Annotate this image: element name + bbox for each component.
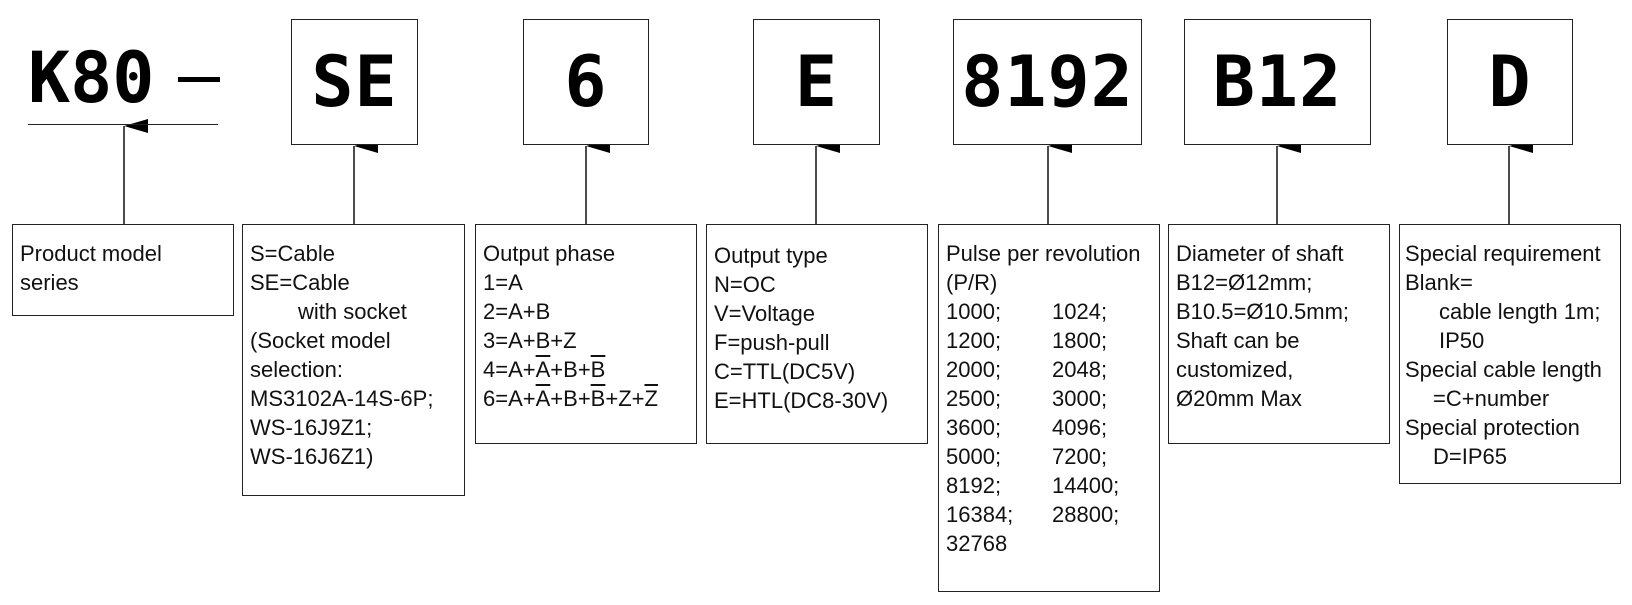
desc-special: Special requirement Blank= cable length … bbox=[1399, 224, 1621, 484]
desc-line: (Socket model bbox=[250, 328, 391, 353]
pulse-row: 5000; 7200; bbox=[946, 442, 1159, 471]
pulse-value: 32768 bbox=[946, 531, 1008, 556]
desc-line: selection: bbox=[250, 357, 343, 382]
desc-product-series: Product model series bbox=[12, 224, 234, 316]
desc-line: IP50 bbox=[1439, 328, 1485, 353]
desc-line: 1=A bbox=[483, 270, 523, 295]
separator-dash bbox=[178, 77, 220, 82]
pulse-row: 16384; 28800; bbox=[946, 500, 1159, 529]
desc-output-phase: Output phase 1=A 2=A+B 3=A+B+Z 4=A+A+B+B… bbox=[475, 224, 697, 444]
desc-line: Blank= bbox=[1405, 270, 1473, 295]
desc-line: WS-16J6Z1) bbox=[250, 444, 374, 469]
desc-line: with socket bbox=[298, 299, 407, 324]
desc-line: F=push-pull bbox=[714, 330, 830, 355]
desc-line: series bbox=[20, 270, 79, 295]
pulse-value: 14400; bbox=[1052, 473, 1120, 498]
pulse-value: 2000; bbox=[946, 357, 1002, 382]
desc-line: Output phase bbox=[483, 241, 616, 266]
desc-line: S=Cable bbox=[250, 241, 336, 266]
phase-option-4: 4=A+A+B+B bbox=[483, 357, 606, 382]
desc-line: N=OC bbox=[714, 272, 776, 297]
pulse-row: 1000; 1024; bbox=[946, 297, 1159, 326]
desc-line: Special requirement bbox=[1405, 241, 1601, 266]
desc-line: Pulse per revolution bbox=[946, 241, 1141, 266]
desc-cable: S=Cable SE=Cable with socket (Socket mod… bbox=[242, 224, 465, 496]
desc-line: Product model bbox=[20, 241, 162, 266]
pulse-value: 1800; bbox=[1052, 328, 1108, 353]
desc-line: cable length 1m; bbox=[1439, 299, 1601, 324]
pulse-value: 1000; bbox=[946, 299, 1002, 324]
desc-line: Diameter of shaft bbox=[1176, 241, 1344, 266]
desc-line: Special protection bbox=[1405, 415, 1580, 440]
desc-line: 3=A+B+Z bbox=[483, 328, 577, 353]
desc-output-type: Output type N=OC V=Voltage F=push-pull C… bbox=[706, 224, 928, 444]
series-code: K80 bbox=[28, 37, 155, 119]
code-box-cable: SE bbox=[291, 19, 418, 145]
desc-line: Output type bbox=[714, 243, 828, 268]
pulse-value: 3000; bbox=[1052, 386, 1108, 411]
pulse-value: 5000; bbox=[946, 444, 1002, 469]
desc-line: D=IP65 bbox=[1433, 444, 1507, 469]
pulse-value: 2500; bbox=[946, 386, 1002, 411]
code-box-special: D bbox=[1447, 19, 1573, 145]
desc-line: V=Voltage bbox=[714, 301, 815, 326]
desc-shaft: Diameter of shaft B12=Ø12mm; B10.5=Ø10.5… bbox=[1168, 224, 1390, 444]
pulse-value: 3600; bbox=[946, 415, 1002, 440]
pulse-value: 4096; bbox=[1052, 415, 1108, 440]
pulse-value: 8192; bbox=[946, 473, 1002, 498]
phase-option-6: 6=A+A+B+B+Z+Z bbox=[483, 386, 658, 411]
desc-line: 2=A+B bbox=[483, 299, 551, 324]
pulse-value: 1024; bbox=[1052, 299, 1108, 324]
pulse-value: 1200; bbox=[946, 328, 1002, 353]
pulse-value: 2048; bbox=[1052, 357, 1108, 382]
desc-line: B10.5=Ø10.5mm; bbox=[1176, 299, 1350, 324]
desc-line: C=TTL(DC5V) bbox=[714, 359, 856, 384]
desc-line: Special cable length bbox=[1405, 357, 1602, 382]
code-box-output: E bbox=[753, 19, 880, 145]
pulse-row: 3600; 4096; bbox=[946, 413, 1159, 442]
pulse-row: 2000; 2048; bbox=[946, 355, 1159, 384]
desc-line: B12=Ø12mm; bbox=[1176, 270, 1313, 295]
desc-line: =C+number bbox=[1433, 386, 1550, 411]
desc-line: Shaft can be bbox=[1176, 328, 1300, 353]
pulse-value: 7200; bbox=[1052, 444, 1108, 469]
desc-line: MS3102A-14S-6P; bbox=[250, 386, 434, 411]
desc-line: customized, bbox=[1176, 357, 1294, 382]
code-box-pulse: 8192 bbox=[953, 19, 1142, 145]
pulse-value: 16384; bbox=[946, 502, 1014, 527]
pulse-row: 2500; 3000; bbox=[946, 384, 1159, 413]
desc-pulse: Pulse per revolution (P/R) 1000; 1024; 12… bbox=[938, 224, 1160, 592]
series-underline bbox=[28, 124, 218, 125]
pulse-value: 28800; bbox=[1052, 502, 1120, 527]
desc-line: SE=Cable bbox=[250, 270, 350, 295]
code-box-phase: 6 bbox=[523, 19, 649, 145]
desc-line: (P/R) bbox=[946, 270, 998, 295]
pulse-row: 8192; 14400; bbox=[946, 471, 1159, 500]
pulse-row: 1200; 1800; bbox=[946, 326, 1159, 355]
desc-line: E=HTL(DC8-30V) bbox=[714, 388, 889, 413]
code-box-shaft: B12 bbox=[1184, 19, 1371, 145]
desc-line: Ø20mm Max bbox=[1176, 386, 1302, 411]
desc-line: WS-16J9Z1; bbox=[250, 415, 373, 440]
